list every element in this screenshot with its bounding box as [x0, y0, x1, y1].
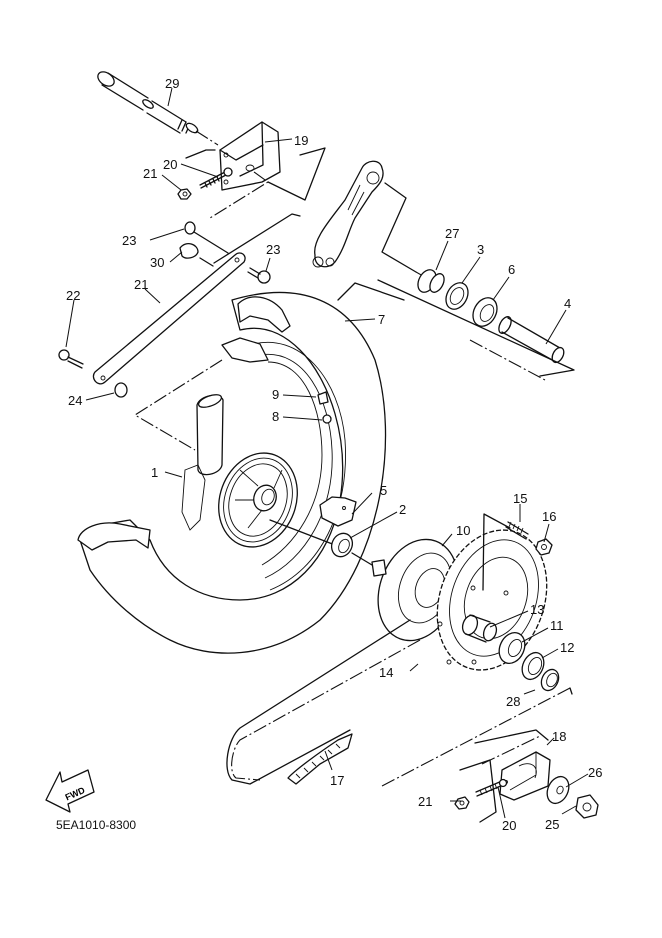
callout-15[interactable]: 15: [513, 491, 527, 506]
collar-part-28[interactable]: [414, 267, 447, 296]
nut-part-24a[interactable]: [184, 221, 196, 235]
callout-6[interactable]: 6: [508, 262, 515, 277]
callout-29[interactable]: 28: [506, 694, 520, 709]
drive-chain-part-17[interactable]: [226, 619, 421, 785]
nut-part-16[interactable]: [535, 538, 553, 556]
callout-27[interactable]: 26: [588, 765, 602, 780]
collar-part-13[interactable]: [460, 613, 499, 643]
callout-16[interactable]: 16: [542, 509, 556, 524]
callout-28[interactable]: 27: [445, 226, 459, 241]
callout-3[interactable]: 3: [477, 242, 484, 257]
chain-puller-part-18[interactable]: [499, 751, 551, 801]
torque-arm-link-part[interactable]: [312, 160, 384, 268]
callout-20b[interactable]: 20: [502, 818, 516, 833]
collar-part-29[interactable]: [538, 667, 562, 694]
bearing-part-2[interactable]: [328, 530, 356, 560]
fwd-direction-badge: FWD: [45, 769, 95, 813]
tension-bar-part-22[interactable]: [92, 252, 246, 385]
callout-13[interactable]: 13: [530, 602, 544, 617]
washer-part-27[interactable]: [543, 773, 573, 807]
callout-23b[interactable]: 23: [266, 242, 280, 257]
callout-5[interactable]: 5: [380, 483, 387, 498]
callout-10[interactable]: 10: [456, 523, 470, 538]
callout-24a[interactable]: 23: [122, 233, 136, 248]
callout-9[interactable]: 9: [272, 387, 279, 402]
valve-part-9[interactable]: [317, 391, 329, 405]
callout-14[interactable]: 14: [379, 665, 393, 680]
bearing-part-11[interactable]: [494, 628, 529, 667]
bearing-part-6[interactable]: [468, 294, 502, 331]
catalog-code: 5EA1010-8300: [56, 818, 136, 832]
callout-24b[interactable]: 24: [68, 393, 82, 408]
callout-17[interactable]: 17: [330, 773, 344, 788]
callout-25[interactable]: 29: [165, 76, 179, 91]
adjust-bolt-part-20b[interactable]: [475, 778, 508, 797]
damper-part-5[interactable]: [319, 496, 357, 527]
callout-1[interactable]: 1: [151, 465, 158, 480]
callout-23a[interactable]: 22: [66, 288, 80, 303]
callout-7[interactable]: 7: [378, 312, 385, 327]
axle-bolt-part[interactable]: [95, 69, 199, 135]
callout-26[interactable]: 25: [545, 817, 559, 832]
clip-part-30[interactable]: [179, 242, 199, 259]
adjust-bolt-part[interactable]: [199, 167, 233, 189]
nut-part-21b[interactable]: [454, 796, 470, 810]
callout-2[interactable]: 2: [399, 502, 406, 517]
callout-19[interactable]: 19: [294, 133, 308, 148]
adjust-nut-part[interactable]: [177, 188, 192, 200]
callout-22[interactable]: 21: [134, 277, 148, 292]
leader-lines: [65, 87, 589, 819]
oil-seal-part-3[interactable]: [442, 279, 473, 313]
stud-part-15[interactable]: [505, 521, 529, 540]
callout-21a[interactable]: 21: [143, 166, 157, 181]
callout-labels: 29 19 20 21 23 30 23 21 22 24 27 3 6 4 7…: [66, 76, 602, 833]
nut-part-26[interactable]: [575, 794, 599, 819]
spacer-part-4[interactable]: [496, 315, 566, 365]
callout-20a[interactable]: 20: [163, 157, 177, 172]
callout-4[interactable]: 4: [564, 296, 571, 311]
bolt-part-23a[interactable]: [58, 349, 84, 369]
nut-part-24b[interactable]: [114, 382, 128, 398]
weight-part-8[interactable]: [322, 414, 332, 424]
callout-18[interactable]: 18: [552, 729, 566, 744]
oil-seal-part-12[interactable]: [518, 649, 548, 683]
bolt-part-23b[interactable]: [247, 267, 271, 284]
callout-8[interactable]: 8: [272, 409, 279, 424]
callout-30[interactable]: 30: [150, 255, 164, 270]
callout-11[interactable]: 11: [550, 618, 564, 633]
wheel-assembly-part-1[interactable]: [77, 292, 387, 654]
callout-12[interactable]: 12: [560, 640, 574, 655]
axle-block-part[interactable]: [219, 121, 281, 191]
callout-21b[interactable]: 21: [418, 794, 432, 809]
